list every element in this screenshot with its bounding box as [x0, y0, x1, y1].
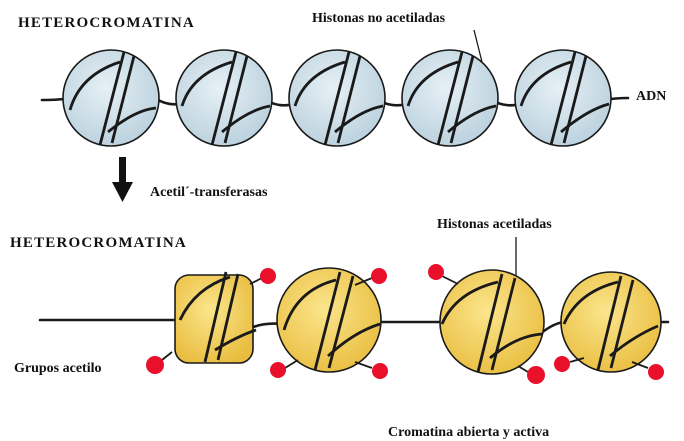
acetyl-group — [518, 366, 545, 384]
down-arrow-icon — [112, 157, 133, 202]
acetyl-group — [146, 352, 172, 374]
acetyl-label: Grupos acetilo — [14, 361, 102, 376]
top-histones — [63, 50, 611, 146]
histone-nucleosome — [515, 50, 611, 146]
histone-nucleosome-acetylated — [561, 272, 661, 372]
histone-nucleosome-acetylated — [277, 268, 381, 372]
bottom-title: HETEROCROMATINA — [10, 235, 187, 251]
histone-nucleosome-acetylated — [175, 272, 256, 363]
dna-label: ADN — [636, 89, 666, 104]
histone-nucleosome — [176, 50, 272, 146]
acetyl-group — [355, 362, 388, 379]
histone-nucleosome — [402, 50, 498, 146]
acetyl-group — [632, 362, 664, 380]
top-histone-label: Histonas no acetiladas — [312, 11, 446, 26]
enzyme-label: Acetil´-transferasas — [150, 185, 268, 200]
histone-nucleosome — [63, 50, 159, 146]
acetyl-group — [270, 360, 298, 378]
acetyl-group — [428, 264, 458, 284]
histone-nucleosome — [289, 50, 385, 146]
top-title: HETEROCROMATINA — [18, 15, 195, 31]
histone-nucleosome-acetylated — [440, 270, 544, 374]
bottom-histone-label: Histonas acetiladas — [437, 217, 552, 232]
acetyl-group — [554, 356, 584, 372]
open-chromatin-label: Cromatina abierta y activa — [388, 425, 549, 440]
acetyl-group — [250, 268, 276, 284]
acetyl-group — [355, 268, 387, 285]
